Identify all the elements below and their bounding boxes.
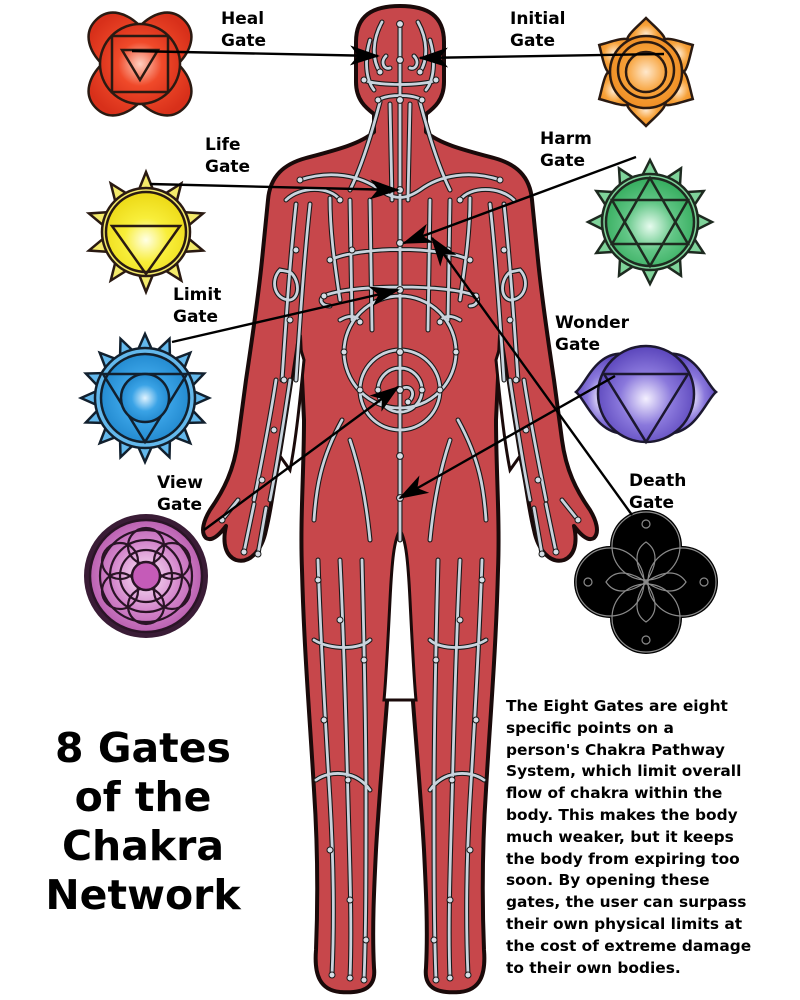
view-gate-arrow bbox=[203, 385, 400, 531]
page-title: 8 Gates of the Chakra Network bbox=[28, 724, 258, 920]
initial-gate-chakra-icon bbox=[597, 16, 695, 128]
leg-gap bbox=[382, 527, 418, 702]
harm-gate-label-line2: Gate bbox=[540, 151, 586, 171]
heal-gate-chakra-icon bbox=[87, 11, 193, 117]
death-gate-label-line1: Death bbox=[629, 471, 687, 491]
harm-gate-label: Harm Gate bbox=[540, 128, 592, 172]
title-line-4: Network bbox=[45, 871, 241, 919]
view-gate-label-line1: View bbox=[157, 473, 203, 493]
description-paragraph: The Eight Gates are eight specific point… bbox=[506, 697, 752, 977]
life-gate-arrow bbox=[149, 179, 400, 200]
life-gate-label: Life Gate bbox=[205, 134, 250, 178]
title-line-2: of the bbox=[74, 773, 212, 821]
life-gate-label-line1: Life bbox=[205, 135, 241, 155]
death-gate-chakra-icon bbox=[574, 510, 718, 654]
wonder-gate-label: Wonder Gate bbox=[555, 312, 629, 356]
harm-gate-chakra-icon bbox=[585, 157, 715, 287]
death-gate-label: Death Gate bbox=[629, 470, 686, 514]
heal-gate-label-line2: Gate bbox=[221, 31, 267, 51]
death-gate-label-line2: Gate bbox=[629, 493, 675, 513]
initial-gate-label-line2: Gate bbox=[510, 31, 556, 51]
limit-gate-chakra-icon bbox=[77, 330, 213, 466]
pointer-arrows bbox=[131, 45, 665, 531]
life-gate-label-line2: Gate bbox=[205, 157, 251, 177]
initial-gate-arrow bbox=[418, 47, 665, 68]
harm-gate-label-line1: Harm bbox=[540, 129, 592, 149]
initial-gate-label: Initial Gate bbox=[510, 8, 566, 52]
title-line-3: Chakra bbox=[61, 822, 225, 870]
wonder-gate-chakra-icon bbox=[574, 344, 718, 445]
title-line-1: 8 Gates bbox=[55, 724, 231, 772]
view-gate-label: View Gate bbox=[157, 472, 203, 516]
wonder-gate-label-line2: Gate bbox=[555, 335, 601, 355]
human-body-figure bbox=[201, 4, 599, 995]
initial-gate-label-line1: Initial bbox=[510, 9, 566, 29]
limit-gate-label-line2: Gate bbox=[173, 307, 219, 327]
limit-gate-label-line1: Limit bbox=[173, 285, 222, 305]
wonder-gate-arrow bbox=[398, 374, 616, 500]
heal-gate-arrow bbox=[131, 45, 380, 66]
death-gate-arrow bbox=[430, 236, 633, 516]
view-gate-chakra-icon bbox=[84, 514, 208, 638]
wonder-gate-label-line1: Wonder bbox=[555, 313, 630, 333]
life-gate-chakra-icon bbox=[85, 168, 207, 296]
limit-gate-arrow bbox=[171, 286, 400, 344]
view-gate-label-line2: Gate bbox=[157, 495, 203, 515]
limit-gate-label: Limit Gate bbox=[173, 284, 221, 328]
heal-gate-label: Heal Gate bbox=[221, 8, 266, 52]
heal-gate-label-line1: Heal bbox=[221, 9, 265, 29]
harm-gate-arrow bbox=[402, 155, 637, 245]
